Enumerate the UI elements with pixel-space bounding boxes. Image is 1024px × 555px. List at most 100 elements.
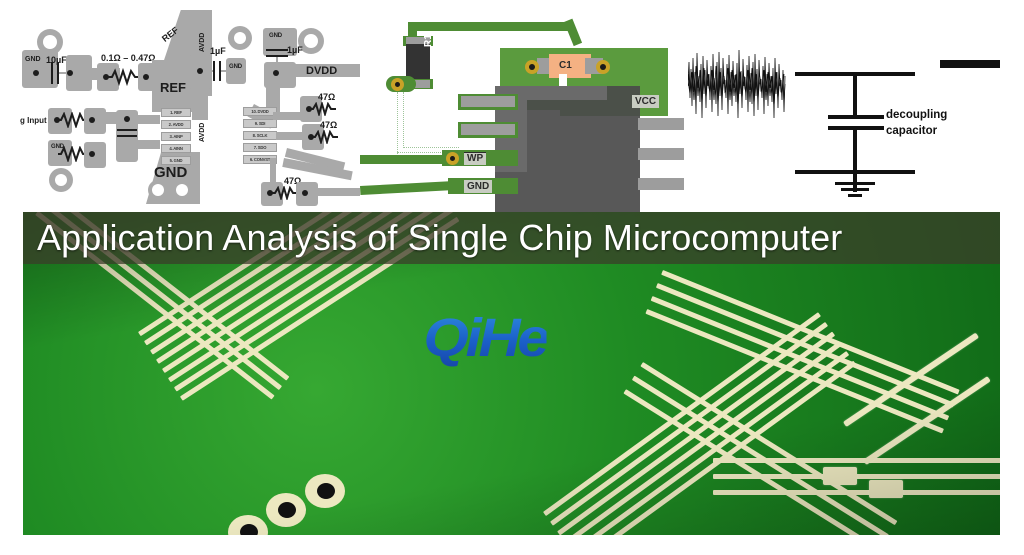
trace-seg	[221, 70, 229, 72]
pin-label-7: 7. SDO	[243, 143, 277, 152]
solid-bar-marker	[940, 60, 1000, 68]
resistor-symbol-47c	[272, 186, 298, 200]
resistor-symbol-series	[108, 68, 142, 86]
trace-seg	[59, 72, 69, 74]
capacitor-symbol-10uf	[50, 62, 60, 84]
trace-vcc-top	[410, 22, 570, 31]
trace-ainn	[136, 140, 160, 149]
schem-label-47a: 47Ω	[318, 92, 336, 102]
pad-ainp	[84, 108, 106, 134]
via-ring-c1-right	[596, 60, 610, 74]
cap-plate-top	[828, 115, 884, 119]
junction-dot	[89, 117, 95, 123]
schem-label-dvdd-trace: DVDD	[306, 65, 338, 77]
via-gnd-plane-a	[148, 180, 168, 200]
through-hole-pad	[266, 493, 306, 527]
pin-label-9: 9. SDI	[243, 119, 277, 128]
page-title: Application Analysis of Single Chip Micr…	[37, 217, 843, 258]
pin-label-5: 5. GND	[161, 156, 191, 165]
pin-label-6: 6. CONVST	[243, 155, 277, 164]
lead-r1-bottom	[406, 80, 430, 88]
junction-dot	[306, 106, 312, 112]
lead-cap-bottom	[853, 129, 857, 173]
trace-seg	[276, 132, 304, 140]
component-c1	[549, 54, 591, 78]
pad-gnd-avdd	[226, 58, 246, 84]
trace-seg	[564, 18, 583, 47]
current-path-dotted	[397, 92, 398, 154]
through-hole-pad	[305, 474, 345, 508]
schem-label-gnd-dvdd: GND	[269, 33, 283, 39]
pad-dvdd	[264, 62, 296, 88]
junction-dot	[124, 116, 130, 122]
adc-layout-schematic: GND 10µF 0.1Ω – 0.47Ω	[0, 0, 360, 212]
trace-dvdd-down	[266, 84, 280, 112]
trace-dvdd-run	[293, 64, 360, 77]
watermark-logo: QiHe	[423, 308, 549, 368]
via-ring-wp	[446, 152, 459, 165]
lead-pad	[461, 96, 515, 107]
trace-seg	[39, 72, 51, 74]
schem-label-47b: 47Ω	[320, 120, 338, 130]
caption-capacitor: capacitor	[886, 125, 938, 137]
board-slot	[559, 74, 567, 96]
via-gnd-plane-b	[172, 180, 192, 200]
junction-dot	[273, 70, 279, 76]
junction-dot	[33, 70, 39, 76]
silk-label-wp: WP	[464, 152, 487, 165]
capacitor-symbol-diff	[117, 128, 137, 138]
silk-label-vcc: VCC	[632, 95, 660, 108]
trace-seg	[203, 70, 213, 72]
junction-dot	[103, 74, 109, 80]
trace-seg	[408, 22, 417, 42]
schem-label-47c: 47Ω	[284, 176, 302, 186]
schem-label-cap-1uf-a: 1µF	[210, 46, 226, 56]
trace-seg	[314, 188, 360, 196]
via-ring-left	[391, 78, 404, 91]
trace-gnd-out	[360, 181, 453, 195]
junction-dot	[143, 74, 149, 80]
gnd-bar-2	[841, 188, 869, 191]
noise-waveform	[688, 49, 786, 119]
junction-dot	[302, 190, 308, 196]
pad-gnd-dvdd	[263, 28, 297, 56]
current-path-dotted	[403, 92, 404, 148]
cap-plate-bottom	[828, 126, 884, 130]
decoupling-capacitor-diagram: decoupling capacitor	[688, 0, 1024, 212]
junction-dot	[89, 151, 95, 157]
schem-label-analog-input: g Input	[20, 116, 47, 125]
schem-label-avdd: AVDD	[199, 32, 206, 52]
trace-seg	[270, 158, 276, 188]
pcb-photo: QiHe Application Analysis of Single Chip…	[23, 212, 1000, 535]
schem-label-cap-1uf-b: 1µF	[287, 45, 303, 55]
trace-ainp	[136, 115, 160, 124]
via-dvdd	[298, 28, 324, 54]
junction-dot	[197, 68, 203, 74]
pin-label-4: 4. AINN	[161, 144, 191, 153]
caption-decoupling: decoupling	[886, 109, 948, 121]
smd-pad	[869, 480, 903, 498]
title-banner: Application Analysis of Single Chip Micr…	[23, 212, 1000, 264]
lead-pad-right	[638, 118, 684, 130]
pin-label-10: 10. DVDD	[243, 107, 277, 116]
trace-seg	[276, 42, 278, 64]
ic-top-bevel	[527, 86, 607, 100]
schem-label-avdd-trace: AVDD	[199, 122, 206, 142]
resistor-symbol-47b	[312, 130, 338, 144]
gnd-bar-3	[848, 194, 862, 197]
trace-seg	[273, 112, 301, 120]
junction-dot	[267, 190, 273, 196]
pad-ainn	[84, 142, 106, 168]
via-ring-c1-left	[525, 60, 539, 74]
resistor-symbol-ainn	[58, 146, 86, 162]
pin-label-1: 1. REF	[161, 108, 191, 117]
resistor-symbol-47a	[310, 102, 336, 116]
top-figure-strip: GND 10µF 0.1Ω – 0.47Ω	[0, 0, 1024, 212]
through-hole-pad	[228, 515, 268, 535]
junction-dot	[54, 117, 60, 123]
schem-label-gnd-avdd: GND	[229, 64, 243, 70]
schem-label-gnd-top: GND	[25, 56, 41, 63]
smd-pad	[823, 467, 857, 485]
lead-pad	[461, 124, 515, 135]
